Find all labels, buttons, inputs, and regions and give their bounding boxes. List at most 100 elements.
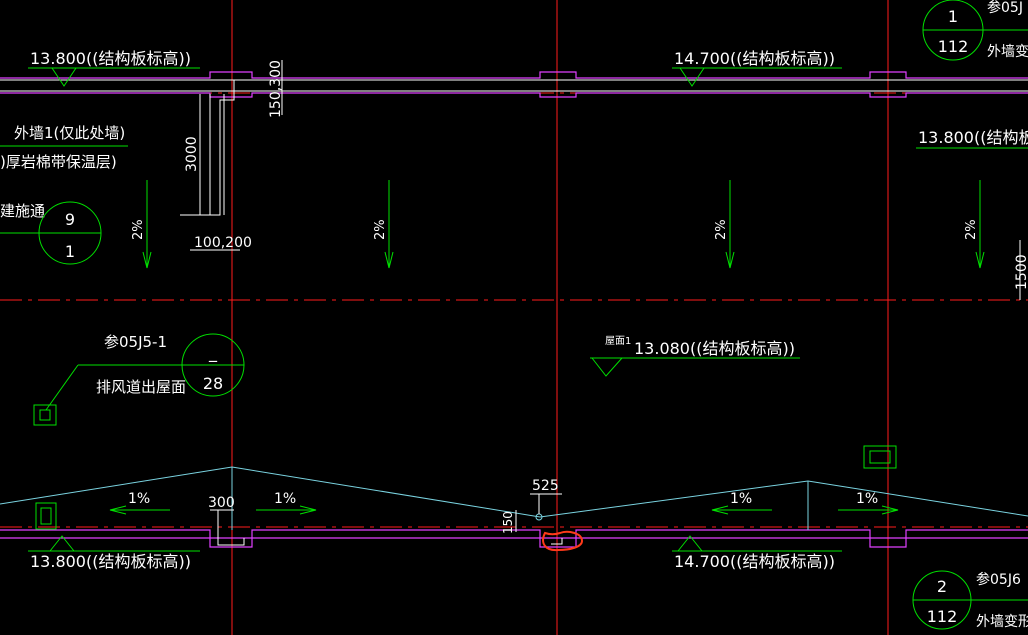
dim-label: 3000	[184, 136, 200, 172]
dim-label: 150,300	[268, 60, 284, 118]
reference-note: 参05J5-1	[104, 333, 167, 351]
slope-label: 2%	[373, 219, 388, 240]
slope-arrow-2pct-4[interactable]: 2%	[964, 180, 985, 269]
vent-symbol-2[interactable]	[35, 502, 57, 530]
arrow-down-icon	[384, 251, 394, 269]
slope-arrow-2pct-3[interactable]: 2%	[714, 180, 735, 269]
callout-top: _	[208, 343, 218, 363]
dimension-1500[interactable]: 1500	[1014, 240, 1028, 300]
elevation-triangle-icon	[49, 535, 75, 552]
arrow-down-icon	[142, 251, 152, 269]
wall-note[interactable]: 外墙1(仅此处墙) )厚岩棉带保温层)	[0, 124, 128, 171]
highlight-markup[interactable]	[542, 530, 584, 552]
vent-inner	[40, 507, 52, 525]
callout-top: 2	[937, 577, 947, 596]
arrow-left-icon	[109, 505, 127, 515]
elevation-middle[interactable]: 屋面1 13.080((结构板标高))	[590, 335, 800, 377]
elevation-top-left[interactable]: 13.800((结构板标高))	[28, 49, 200, 87]
slope-label: 1%	[128, 491, 150, 507]
arrow-right-icon	[881, 505, 899, 515]
dimension-3000[interactable]: 3000	[180, 94, 212, 216]
callout-bottom: 112	[927, 607, 958, 626]
wall-bottom-outer	[0, 529, 1028, 548]
dimension-100-200[interactable]: 100,200	[190, 235, 252, 251]
callout-bottom: 1	[65, 242, 75, 261]
arrow-down-icon	[725, 251, 735, 269]
elevation-triangle-icon	[679, 67, 705, 87]
slope-arrow-2pct-1[interactable]: 2%	[131, 180, 152, 269]
reference-note: 参05J	[987, 0, 1023, 16]
slope-label: 2%	[714, 219, 729, 240]
vent-symbol-3[interactable]	[863, 445, 897, 469]
elevation-label: 13.800((结构板标高))	[30, 49, 191, 68]
elevation-bottom-center[interactable]: 14.700((结构板标高))	[672, 535, 842, 571]
roof-slope-lines	[0, 466, 1028, 530]
detail-callout-28[interactable]: 参05J5-1 排风道出屋面 _ 28	[45, 333, 245, 411]
arrow-down-icon	[975, 251, 985, 269]
detail-callout-1-112[interactable]: 1 112 参05J 外墙变	[922, 0, 1028, 61]
elevation-bottom-left[interactable]: 13.800((结构板标高))	[28, 535, 200, 571]
callout-top: 9	[65, 210, 75, 229]
wall-bottom-return	[217, 510, 245, 546]
elevation-top-center[interactable]: 14.700((结构板标高))	[672, 49, 842, 87]
elevation-label: 13.800((结构板	[918, 128, 1028, 147]
vent-symbol-1[interactable]	[33, 404, 57, 426]
elevation-label: 14.700((结构板标高))	[674, 552, 835, 571]
reference-note: 排风道出屋面	[96, 378, 186, 396]
elevation-label: 13.800((结构板标高))	[30, 552, 191, 571]
slope-label: 2%	[964, 219, 979, 240]
slope-label: 1%	[856, 491, 878, 507]
slope-arrow-1pct-4[interactable]: 1%	[838, 491, 899, 515]
roof-ridge-line	[0, 466, 1028, 518]
elevation-label: 14.700((结构板标高))	[674, 49, 835, 68]
dim-label: 100,200	[194, 235, 252, 251]
reference-note: 参05J6	[976, 571, 1021, 588]
slope-arrow-1pct-2[interactable]: 1%	[256, 491, 317, 515]
elevation-triangle-icon	[51, 67, 77, 87]
wall-top	[0, 71, 1028, 216]
dim-label: 1500	[1014, 254, 1028, 290]
callout-bottom: 112	[938, 37, 969, 56]
dimension-525[interactable]: 525	[530, 478, 562, 514]
wall-top-outer	[0, 71, 1028, 79]
callout-leader-diag	[45, 364, 79, 411]
dimension-150[interactable]: 150	[501, 510, 517, 534]
slope-arrow-1pct-3[interactable]: 1%	[711, 491, 772, 515]
wall-return-left	[209, 80, 235, 216]
vent-outer	[863, 445, 897, 469]
detail-callout-2-112[interactable]: 2 112 参05J6 外墙变形	[912, 570, 1028, 630]
wall-top-inner	[0, 92, 1028, 98]
slope-label: 1%	[274, 491, 296, 507]
jianshi-note: 建施通	[0, 202, 45, 220]
wall-bottom	[0, 510, 1028, 548]
elevation-triangle-icon	[677, 535, 703, 552]
callout-top: 1	[948, 7, 958, 26]
arrow-left-icon	[711, 505, 729, 515]
callout-bottom: 28	[203, 374, 223, 393]
detail-callout-9-1[interactable]: 9 1	[38, 201, 102, 265]
arrow-right-icon	[299, 505, 317, 515]
elevation-right-mid[interactable]: 13.800((结构板	[916, 128, 1028, 149]
slope-arrow-2pct-2[interactable]: 2%	[373, 180, 394, 269]
vent-outer	[35, 502, 57, 530]
slope-label: 1%	[730, 491, 752, 507]
reference-note: 外墙变	[987, 44, 1028, 60]
elevation-triangle-icon	[591, 357, 623, 377]
dim-label: 525	[532, 478, 559, 494]
drain-detail	[551, 538, 563, 545]
elevation-label: 13.080((结构板标高))	[634, 339, 795, 358]
roof-label: 屋面1	[605, 335, 631, 347]
dim-label: 300	[208, 495, 235, 511]
vent-inner	[39, 409, 51, 421]
wall-note-line2: )厚岩棉带保温层)	[0, 153, 117, 171]
dimension-150-300[interactable]: 150,300	[268, 60, 284, 118]
reference-note: 外墙变形	[976, 614, 1028, 630]
vent-inner	[869, 450, 891, 464]
dim-label: 150	[501, 511, 515, 534]
vent-outer	[33, 404, 57, 426]
slope-label: 2%	[131, 219, 146, 240]
dimension-300[interactable]: 300	[208, 495, 235, 511]
slope-arrow-1pct-1[interactable]: 1%	[109, 491, 170, 515]
